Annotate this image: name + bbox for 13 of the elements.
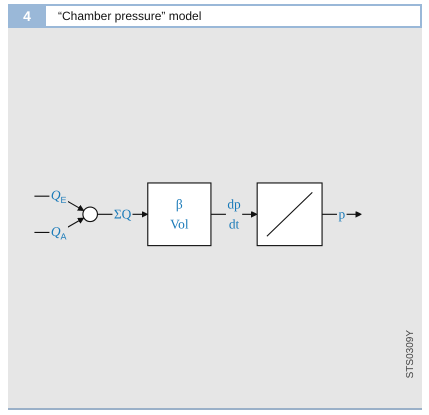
edge-label: dp dt [227,196,241,232]
figure-number: 4 [8,4,46,28]
arrow [322,210,362,218]
image-code: STS0309Y [405,330,416,378]
node-circle [82,206,98,222]
title: “Chamber pressure” model [58,9,202,23]
node-box: β Vol [147,182,212,246]
edge-label: Q$_{E}$ [50,187,66,206]
edge-label: Q$_{A}$ [50,224,66,242]
edge-label: p [338,206,346,222]
node-box [256,182,323,246]
arrow [34,217,84,233]
edge-label: ΣQ [114,206,132,222]
